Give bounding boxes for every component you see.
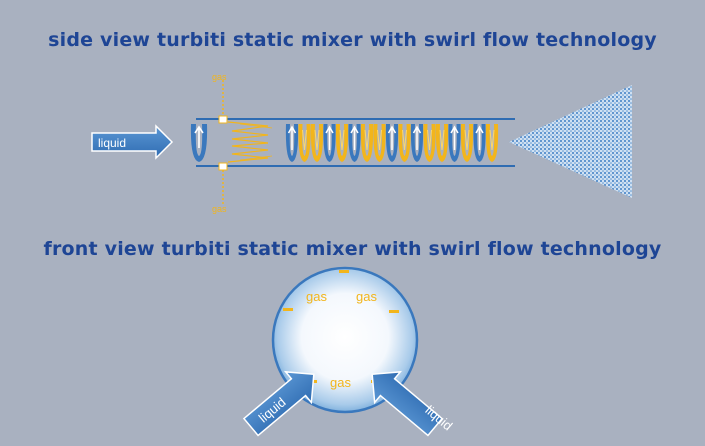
liquid-inlet-label: liquid (98, 136, 126, 150)
gas-label-3: gas (330, 375, 351, 390)
swirl-element-gas (485, 124, 499, 162)
swirl-element-blue (285, 124, 299, 162)
front-view-title: front view turbiti static mixer with swi… (43, 238, 662, 260)
gas-label-1: gas (306, 289, 327, 304)
swirl-element-gas (398, 124, 411, 162)
flow-up-arrow-icon (287, 125, 297, 150)
gas-injector-top: gas (212, 72, 228, 124)
swirl-element-row (285, 124, 499, 162)
liquid-inlet-arrow: liquid (91, 124, 174, 160)
gas-bottom-label: gas (212, 204, 227, 214)
side-view: liquid gas gas (91, 72, 632, 214)
flow-up-arrow-icon (475, 125, 484, 150)
flow-up-arrow-icon (412, 125, 422, 150)
swirl-element-blue (410, 124, 424, 162)
swirl-element-blue (473, 124, 486, 162)
flow-up-arrow-icon (325, 125, 334, 150)
swirl-element-gas (298, 124, 311, 162)
swirl-element-gas (423, 124, 436, 162)
swirl-element-gas (435, 124, 449, 162)
gas-top-label: gas (212, 72, 227, 82)
swirl-element-gas (335, 124, 349, 162)
gas-injector-bottom: gas (212, 162, 228, 214)
side-view-title: side view turbiti static mixer with swir… (48, 29, 657, 51)
swirl-element (190, 124, 208, 162)
swirl-element-blue (348, 124, 361, 162)
swirl-element-blue (448, 124, 461, 162)
swirl-element-blue (323, 124, 336, 162)
flow-up-arrow-icon (450, 125, 459, 150)
spray-cone (509, 85, 632, 198)
gas-zigzag-streams (227, 121, 273, 163)
swirl-element-blue (385, 124, 399, 162)
flow-up-arrow-icon (387, 125, 397, 150)
swirl-element-gas (310, 124, 324, 162)
swirl-element-gas (460, 124, 474, 162)
front-view: gas gas gas liquid liquid (242, 266, 455, 437)
swirl-element-gas (373, 124, 386, 162)
swirl-element-gas (360, 124, 374, 162)
gas-label-2: gas (356, 289, 377, 304)
flow-up-arrow-icon (350, 125, 359, 150)
